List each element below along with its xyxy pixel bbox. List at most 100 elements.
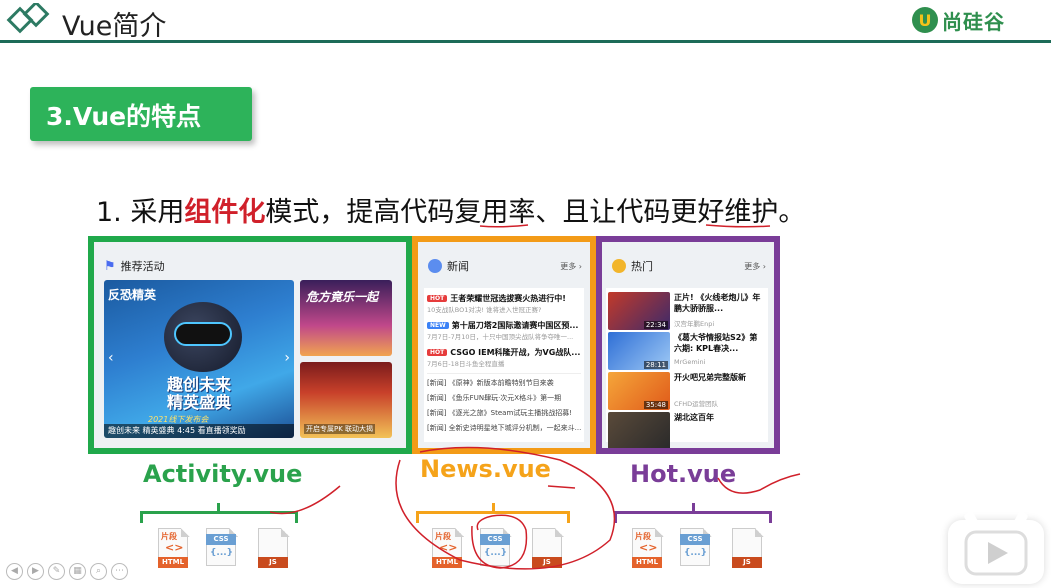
news-item-title: CSGO IEM科隆开战，为VG战队... [450, 347, 581, 357]
slides-grid-icon[interactable]: ▦ [69, 563, 86, 580]
file-fold [281, 528, 290, 537]
news-tag-badge: HOT [427, 294, 448, 302]
side2-caption: 开启专属PK 联动大揭 [304, 424, 376, 434]
css-file-icon: CSS {...} [680, 528, 712, 568]
page-title: Vue简介 [62, 11, 167, 42]
hot-more-link[interactable]: 更多 › [744, 262, 766, 271]
hot-item-author: CFHD运营团队 [674, 400, 719, 408]
activity-side-image-1[interactable]: 危方竟乐一起 [300, 280, 392, 356]
hot-panel-title: 热门 [612, 258, 653, 274]
hot-item[interactable]: 28:11《葛大爷情报站S2》第六期: KPL春决...MrGemini [608, 332, 766, 370]
js-file-icon: JS [732, 528, 764, 568]
file-fold [455, 528, 464, 537]
brand-logo: U 尚硅谷 [912, 5, 1005, 35]
hot-list: 22:34 正片! 《火线老炮儿》年鹏大骄骄服... 汉宫年鹏Enpi 28:11 《葛… [606, 288, 768, 448]
play-icon [964, 530, 1028, 576]
activity-vue-label: Activity.vue [143, 460, 303, 488]
news-item-summary: 7月6日-18日斗鱼全程直播 [427, 360, 505, 368]
css-file-symbol: {...} [684, 548, 708, 558]
hot-item[interactable]: 35:48 开火吧兄弟完整版新 CFHD运营团队 [608, 372, 766, 410]
news-item-summary: 10支战队BO1对决! 谁将进入世冠正赛? [427, 306, 542, 314]
news-icon [428, 259, 442, 273]
banner-title: 趣创未来 精英盛典 [166, 375, 231, 412]
video-duration: 35:48 [643, 401, 668, 409]
subtitle-highlight: 组件化 [184, 197, 266, 228]
activity-panel-title: ⚑ 推荐活动 [104, 258, 165, 274]
brand-text: 尚硅谷 [942, 9, 1005, 34]
css-file-icon: CSS {...} [206, 528, 238, 568]
news-more-link[interactable]: 更多 › [560, 262, 582, 271]
html-file-icon: 片段<>HTML [432, 528, 464, 568]
hot-item-title: 《葛大爷情报站S2》第六期: KPL春决... [674, 333, 758, 353]
banner-caption: 趣创未来 精英盛典 4:45 看直播领奖励 [104, 424, 294, 438]
js-file-tag: JS [532, 557, 562, 568]
news-bracket-stem [492, 503, 495, 511]
diamond-logo-icon [6, 3, 50, 34]
html-file-tag: HTML [158, 557, 188, 568]
hot-item[interactable]: 湖北这百年 [608, 412, 766, 448]
file-fold [555, 528, 564, 537]
news-item-title: 王者荣耀世冠选拔赛火热进行中! [450, 293, 566, 303]
hot-bracket [614, 511, 772, 523]
news-bracket [416, 511, 570, 523]
slide-subtitle: 1. 采用组件化模式，提高代码复用率、且让代码更好维护。 [96, 190, 805, 229]
banner-brand: 反恐精英 [108, 288, 157, 302]
css-file-symbol: {...} [484, 548, 508, 558]
video-play-button[interactable] [948, 510, 1044, 584]
html-file-icon: 片段<>HTML [632, 528, 664, 568]
slide-controls: ◀ ▶ ✎ ▦ ⌕ ⋯ [6, 563, 128, 580]
hot-item-title: 开火吧兄弟完整版新 [674, 373, 746, 382]
brand-mark-icon: U [912, 7, 938, 33]
news-divider [427, 373, 581, 374]
header-divider [0, 40, 1051, 43]
news-panel-title: 新闻 [428, 258, 469, 274]
video-duration: 22:34 [643, 321, 668, 329]
news-vue-label: News.vue [420, 455, 551, 483]
activity-side-image-2[interactable]: 开启专属PK 联动大揭 [300, 362, 392, 438]
side1-text: 危方竟乐一起 [306, 290, 379, 304]
banner-next-icon[interactable]: › [284, 350, 290, 366]
hot-item-title: 正片! 《火线老炮儿》年鹏大骄骄服... [674, 293, 761, 313]
news-link-item[interactable]: [新闻] 《逐光之旅》Steam试玩主播挑战招募! [427, 409, 573, 417]
subtitle-under1: 复用 [454, 197, 509, 228]
js-file-tag: JS [732, 557, 762, 568]
news-link-item[interactable]: [新闻] 《鱼乐FUN肆玩·次元X格斗》第一期 [427, 394, 562, 402]
news-link-item[interactable]: [新闻] 《原神》新版本前瞻特别节目来袭 [427, 379, 554, 387]
js-file-tag: JS [258, 557, 288, 568]
hot-title-text: 热门 [631, 260, 653, 273]
html-file-top: 片段 [161, 532, 177, 541]
hot-item[interactable]: 22:34 正片! 《火线老炮儿》年鹏大骄骄服... 汉宫年鹏Enpi [608, 292, 766, 330]
zoom-icon[interactable]: ⌕ [90, 563, 107, 580]
activity-banner[interactable]: 反恐精英 趣创未来 精英盛典 2021线下发布会 趣创未来 精英盛典 4:45 … [104, 280, 294, 438]
activity-bracket [140, 511, 298, 523]
video-duration: 28:11 [643, 361, 668, 369]
file-fold [703, 528, 712, 537]
html-file-symbol: <> [639, 541, 658, 554]
html-file-tag: HTML [632, 557, 662, 568]
css-file-tag: CSS [680, 534, 710, 545]
pen-icon[interactable]: ✎ [48, 563, 65, 580]
next-slide-icon[interactable]: ▶ [27, 563, 44, 580]
hot-item-thumbnail: 28:11 [608, 332, 670, 370]
news-link-item[interactable]: [新闻] 全新史诗明星地下城评分机制，一起来斗... [427, 424, 581, 432]
file-fold [755, 528, 764, 537]
prev-slide-icon[interactable]: ◀ [6, 563, 23, 580]
file-fold [655, 528, 664, 537]
hot-item-author: 汉宫年鹏Enpi [674, 320, 715, 328]
banner-prev-icon[interactable]: ‹ [108, 350, 114, 366]
css-file-icon: CSS {...} [480, 528, 512, 568]
activity-bracket-stem [217, 503, 220, 511]
html-file-symbol: <> [439, 541, 458, 554]
subtitle-under2: 更好 [670, 197, 725, 228]
css-file-symbol: {...} [210, 548, 234, 558]
more-options-icon[interactable]: ⋯ [111, 563, 128, 580]
hot-item-thumbnail: 35:48 [608, 372, 670, 410]
banner-robot-visor [174, 322, 232, 346]
css-file-tag: CSS [480, 534, 510, 545]
css-file-tag: CSS [206, 534, 236, 545]
